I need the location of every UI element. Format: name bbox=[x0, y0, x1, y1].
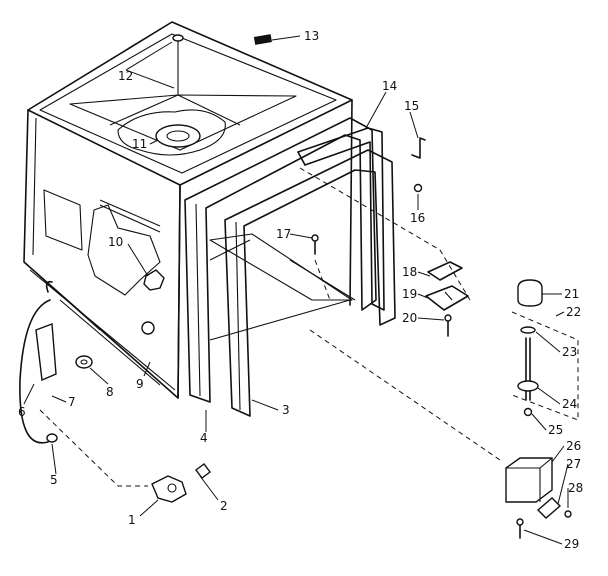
fitting-side bbox=[141, 321, 155, 335]
callout-11: 11 bbox=[132, 137, 147, 151]
screw-20 bbox=[444, 314, 452, 337]
callout-20: 20 bbox=[402, 311, 417, 325]
nut-10 bbox=[143, 269, 165, 291]
screw-17 bbox=[311, 234, 319, 255]
screw-16 bbox=[413, 183, 423, 193]
sump-cover-11 bbox=[155, 124, 201, 148]
screw-29 bbox=[516, 518, 524, 539]
spray-arm-nut bbox=[172, 34, 184, 42]
washer-24 bbox=[517, 380, 539, 392]
callout-3: 3 bbox=[282, 403, 290, 417]
door-gasket-outer bbox=[184, 117, 377, 403]
callout-26: 26 bbox=[566, 439, 581, 453]
callout-10: 10 bbox=[108, 235, 123, 249]
fitting-2 bbox=[195, 463, 211, 479]
callout-8: 8 bbox=[106, 385, 114, 399]
leader-lines bbox=[23, 35, 569, 545]
callout-14: 14 bbox=[382, 79, 397, 93]
callout-5: 5 bbox=[50, 473, 58, 487]
callout-23: 23 bbox=[562, 345, 577, 359]
nut-25 bbox=[523, 407, 533, 417]
callout-12: 12 bbox=[118, 69, 133, 83]
hose-clip-7 bbox=[45, 280, 53, 293]
grommet-8 bbox=[75, 355, 93, 369]
gasket-strip-14 bbox=[297, 127, 385, 311]
callout-27: 27 bbox=[566, 457, 581, 471]
float-bracket-outline bbox=[511, 311, 579, 421]
valve-27 bbox=[536, 497, 562, 519]
callout-13: 13 bbox=[304, 29, 319, 43]
washer-23 bbox=[520, 326, 536, 334]
callout-1: 1 bbox=[128, 513, 136, 527]
screw-28 bbox=[564, 510, 572, 518]
callout-19: 19 bbox=[402, 287, 417, 301]
inlet-valve-1 bbox=[151, 475, 187, 503]
hose-fitting-6 bbox=[35, 323, 57, 382]
callout-2: 2 bbox=[220, 499, 228, 513]
bracket-18 bbox=[427, 261, 463, 281]
callout-9: 9 bbox=[136, 377, 144, 391]
callout-4: 4 bbox=[200, 431, 208, 445]
float-21 bbox=[517, 279, 543, 307]
tub-inner-floor bbox=[209, 233, 356, 341]
assembly-lines bbox=[39, 167, 501, 487]
door-gasket-inner bbox=[224, 149, 396, 417]
callout-24: 24 bbox=[562, 397, 577, 411]
bracket-19 bbox=[425, 285, 469, 311]
spring-15 bbox=[411, 137, 426, 159]
callout-18: 18 bbox=[402, 265, 417, 279]
callout-labels: 1 2 3 4 5 6 7 8 9 10 11 12 13 14 15 16 1… bbox=[18, 29, 583, 551]
callout-22: 22 bbox=[566, 305, 581, 319]
callout-15: 15 bbox=[404, 99, 419, 113]
callout-28: 28 bbox=[568, 481, 583, 495]
clip-13 bbox=[253, 34, 272, 45]
fill-hose-5 bbox=[19, 299, 58, 444]
callout-7: 7 bbox=[68, 395, 76, 409]
callout-29: 29 bbox=[564, 537, 579, 551]
callout-25: 25 bbox=[548, 423, 563, 437]
switch-housing-26 bbox=[505, 457, 553, 503]
callout-6: 6 bbox=[18, 405, 26, 419]
callout-16: 16 bbox=[410, 211, 425, 225]
callout-17: 17 bbox=[276, 227, 291, 241]
callout-21: 21 bbox=[564, 287, 579, 301]
